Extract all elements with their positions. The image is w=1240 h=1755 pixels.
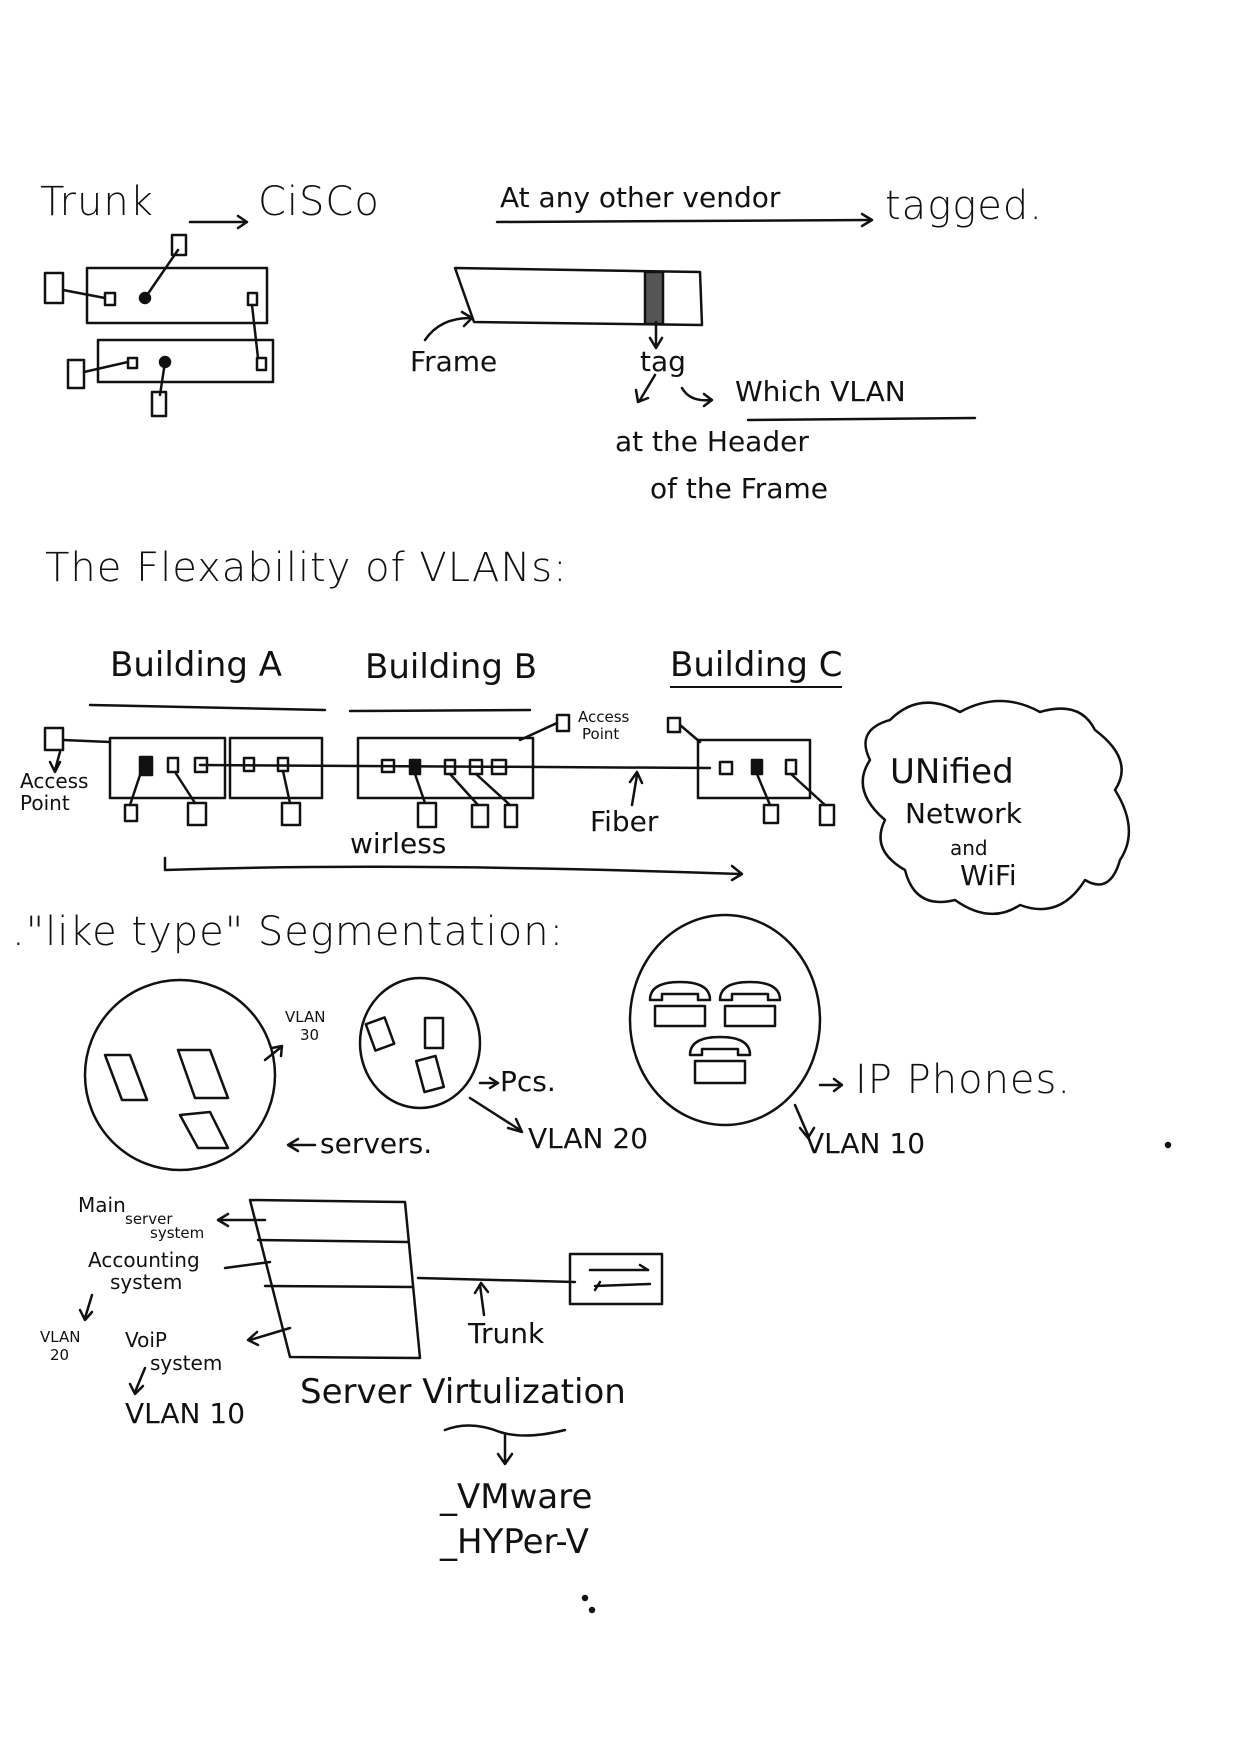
pcs-group-diagram xyxy=(358,976,524,1134)
phones-vlan-label: VLAN 10 xyxy=(805,1127,926,1160)
product-vmware: _VMware xyxy=(440,1477,593,1517)
cloud-line1: UNified xyxy=(890,752,1014,792)
frame-diagram xyxy=(423,266,977,422)
frame-label: Frame xyxy=(410,345,498,378)
fiber-label: Fiber xyxy=(590,805,659,838)
which-vlan-label: Which VLAN xyxy=(735,375,906,408)
cloud-shape xyxy=(861,699,1131,916)
trunk-arrow-icon xyxy=(188,214,249,230)
cloud-line2: Network xyxy=(905,797,1022,830)
flexibility-heading: The Flexability of VLANs: xyxy=(45,545,568,591)
trunk-heading: Trunk xyxy=(40,179,154,225)
servers-label: servers. xyxy=(320,1127,433,1160)
header-location-line1: at the Header xyxy=(615,425,809,458)
cloud-line4: WiFi xyxy=(960,859,1017,892)
access-point-top-line2: Point xyxy=(582,725,620,743)
vendor-arrow-icon xyxy=(495,212,874,228)
voip-vlan-label: VLAN 10 xyxy=(125,1397,246,1430)
header-location-line2: of the Frame xyxy=(650,472,828,505)
wireless-label: wirless xyxy=(350,827,447,860)
servers-group-diagram xyxy=(83,978,317,1172)
main-server-line1: Main xyxy=(78,1193,126,1217)
tagged-term: tagged. xyxy=(885,183,1043,229)
voip-line1: VoiP xyxy=(125,1328,167,1352)
accounting-line1: Accounting xyxy=(88,1248,200,1272)
tag-label: tag xyxy=(640,345,686,378)
trunk-label: Trunk xyxy=(468,1317,545,1350)
ip-phones-label: IP Phones. xyxy=(855,1057,1072,1103)
voip-line2: system xyxy=(150,1351,223,1375)
other-vendor-label: At any other vendor xyxy=(500,181,781,214)
cisco-label: CiSCo xyxy=(258,179,380,225)
main-server-line3: system xyxy=(150,1224,205,1242)
accounting-vlan-line1: VLAN xyxy=(40,1328,81,1346)
switch-pair-diagram xyxy=(43,233,275,418)
accounting-line2: system xyxy=(110,1270,183,1294)
building-b-label: Building B xyxy=(365,647,538,687)
building-c-label: Building C xyxy=(670,648,843,688)
access-point-left-label: Access Point xyxy=(20,769,89,815)
building-a-label: Building A xyxy=(110,645,282,685)
segmentation-heading: ."like type" Segmentation: xyxy=(12,909,565,955)
product-hyper-v: _HYPer-V xyxy=(440,1522,589,1562)
ip-phones-group-diagram xyxy=(628,913,844,1140)
building-network-diagram xyxy=(43,713,836,882)
server-virtualization-diagram xyxy=(78,1141,1172,1614)
access-point-top-line1: Access xyxy=(578,708,630,726)
accounting-vlan-line2: 20 xyxy=(50,1346,70,1364)
servers-vlan-line2: 30 xyxy=(300,1026,320,1044)
main-server-line2: server xyxy=(125,1210,173,1228)
pcs-label: Pcs. xyxy=(500,1065,556,1098)
pcs-vlan-label: VLAN 20 xyxy=(528,1122,649,1155)
servers-vlan-line1: VLAN xyxy=(285,1008,326,1026)
cloud-line3: and xyxy=(950,836,988,860)
server-virtualization-heading: Server Virtulization xyxy=(300,1372,626,1412)
